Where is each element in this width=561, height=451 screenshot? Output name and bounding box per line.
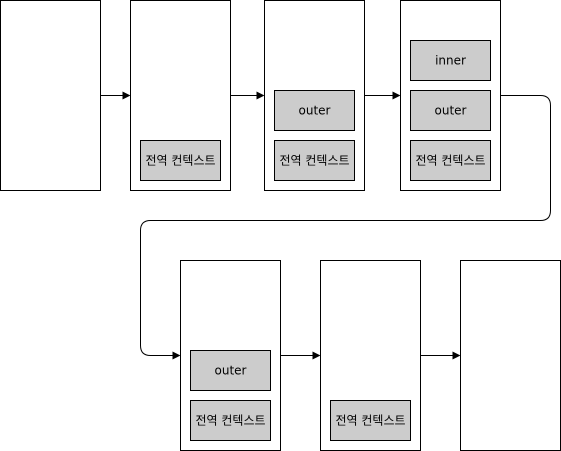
frame-label: 전역 컨텍스트: [335, 414, 405, 428]
frame-label: outer: [215, 364, 247, 378]
stack-4-frame-3: 전역 컨텍스트: [410, 140, 491, 181]
stack-5-frame-2: 전역 컨텍스트: [190, 400, 271, 441]
frame-label: 전역 컨텍스트: [195, 414, 265, 428]
stack-3-frame-2: 전역 컨텍스트: [274, 140, 355, 181]
arrow-stack4-to-stack5: [140, 95, 551, 360]
stack-4-frame-2: outer: [410, 90, 491, 131]
stack-1: [0, 0, 101, 191]
stack-5-frame-1: outer: [190, 350, 271, 391]
stack-2-frame-1: 전역 컨텍스트: [140, 140, 221, 181]
stack-6-frame-1: 전역 컨텍스트: [330, 400, 411, 441]
frame-label: outer: [299, 104, 331, 118]
frame-label: outer: [435, 104, 467, 118]
stack-4-frame-1: inner: [410, 40, 491, 81]
frame-label: inner: [435, 54, 466, 68]
stack-7: [460, 260, 561, 451]
frame-label: 전역 컨텍스트: [145, 154, 215, 168]
frame-label: 전역 컨텍스트: [279, 154, 349, 168]
stack-3-frame-1: outer: [274, 90, 355, 131]
frame-label: 전역 컨텍스트: [415, 154, 485, 168]
